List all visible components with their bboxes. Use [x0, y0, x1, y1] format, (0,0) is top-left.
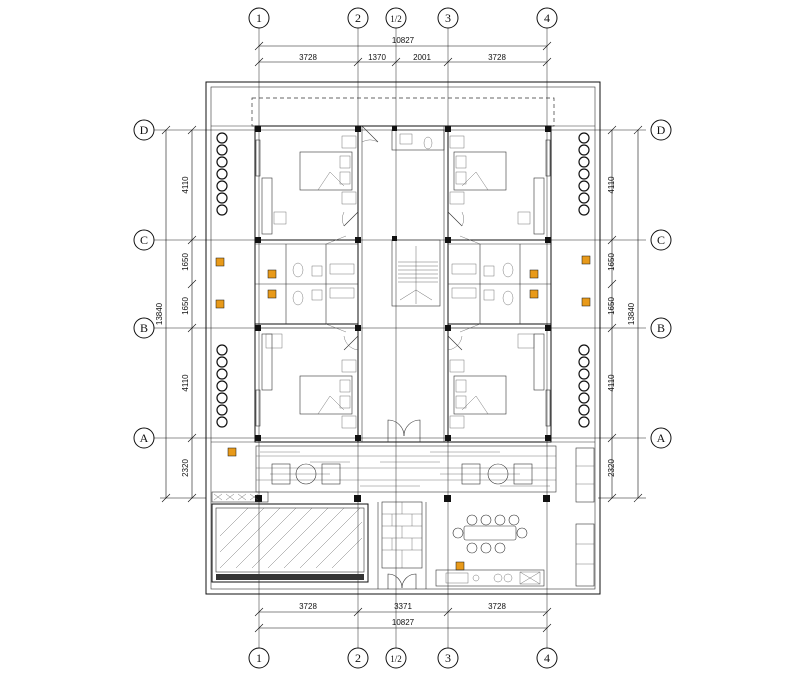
- axis-label: D: [657, 123, 666, 137]
- axis-bubble-bottom-4: 4: [536, 647, 558, 669]
- axis-label: 4: [544, 11, 550, 25]
- axis-bubble-left-a: A: [133, 427, 155, 449]
- dimension-top-segment: 3728: [488, 53, 506, 62]
- axis-label: D: [140, 123, 149, 137]
- doors: [325, 125, 481, 589]
- axis-bubble-top-2: 2: [347, 7, 369, 29]
- axis-bubble-right-a: A: [650, 427, 672, 449]
- axis-bubble-right-d: D: [650, 119, 672, 141]
- axis-label: C: [140, 233, 148, 247]
- dimension-left-segment: 4110: [181, 374, 190, 392]
- dimension-bottom-segment: 3728: [488, 602, 506, 611]
- dimension-bottom-segment: 3728: [299, 602, 317, 611]
- axis-label: A: [657, 431, 666, 445]
- kitchen-counter: [435, 569, 545, 587]
- dimension-bottom-total: 10827: [392, 618, 415, 627]
- axis-label: A: [140, 431, 149, 445]
- axis-label: C: [657, 233, 665, 247]
- axis-bubble-bottom-2: 2: [347, 647, 369, 669]
- shrub-group: [216, 132, 590, 428]
- axis-bubble-right-c: C: [650, 229, 672, 251]
- dimension-top-segment: 2001: [413, 53, 431, 62]
- axis-bubble-bottom-1-2: 1/2: [385, 647, 407, 669]
- axis-bubble-top-1-2: 1/2: [385, 7, 407, 29]
- dimension-top-total: 10827: [392, 36, 415, 45]
- dimension-left-segment: 4110: [181, 176, 190, 194]
- bed-bottom-right: [449, 359, 507, 429]
- axis-label: 4: [544, 651, 550, 665]
- terrace-deck: [255, 445, 557, 493]
- bed-bottom-left: [299, 359, 357, 429]
- axis-label: 3: [445, 11, 451, 25]
- dimension-right: [598, 125, 646, 503]
- axis-label: 2: [355, 11, 361, 25]
- dimension-right-segment: 2320: [607, 459, 616, 477]
- dimension-left-segment: 2320: [181, 459, 190, 477]
- dimension-left-segment: 1650: [181, 253, 190, 271]
- dimension-bottom: [254, 607, 552, 633]
- columns: [255, 126, 551, 502]
- axis-bubble-top-3: 3: [437, 7, 459, 29]
- dimension-right-segment: 1650: [607, 297, 616, 315]
- axis-label: 1: [256, 11, 262, 25]
- dimension-right-segment: 4110: [607, 374, 616, 392]
- axis-label: 1/2: [390, 654, 402, 664]
- axis-bubble-right-b: B: [650, 317, 672, 339]
- dimension-right-total: 13840: [627, 302, 636, 325]
- dimension-right-segment: 4110: [607, 176, 616, 194]
- dimension-left-segment: 1650: [181, 297, 190, 315]
- furniture-desks: [255, 139, 551, 427]
- site-boundary: [205, 81, 601, 595]
- axis-bubble-left-c: C: [133, 229, 155, 251]
- axis-gridlines: [154, 28, 646, 648]
- axis-bubble-left-d: D: [133, 119, 155, 141]
- axis-label: B: [657, 321, 665, 335]
- axis-label: 3: [445, 651, 451, 665]
- axis-label: B: [140, 321, 148, 335]
- swimming-pool: [211, 491, 369, 583]
- dimension-top: [254, 41, 552, 67]
- axis-label: 1: [256, 651, 262, 665]
- axis-bubble-left-b: B: [133, 317, 155, 339]
- dining-table: [452, 514, 528, 554]
- bathroom-fixtures: [292, 133, 514, 306]
- building-walls: [211, 125, 595, 443]
- lounge-seating: [575, 447, 595, 587]
- brick-walkway: [377, 501, 427, 589]
- dimension-left: [160, 125, 206, 503]
- dimension-bottom-segment: 3371: [394, 602, 412, 611]
- dimension-top-segment: 3728: [299, 53, 317, 62]
- bed-top-left: [299, 135, 357, 205]
- axis-bubble-top-1: 1: [248, 7, 270, 29]
- dimension-right-segment: 1650: [607, 253, 616, 271]
- equipment-markers: [215, 255, 591, 571]
- dimension-top-segment: 1370: [368, 53, 386, 62]
- axis-bubble-bottom-1: 1: [248, 647, 270, 669]
- axis-bubble-bottom-3: 3: [437, 647, 459, 669]
- bed-top-right: [449, 135, 507, 205]
- axis-bubble-top-4: 4: [536, 7, 558, 29]
- stair-treads: [398, 246, 438, 304]
- axis-label: 1/2: [390, 14, 402, 24]
- dimension-left-total: 13840: [155, 302, 164, 325]
- axis-label: 2: [355, 651, 361, 665]
